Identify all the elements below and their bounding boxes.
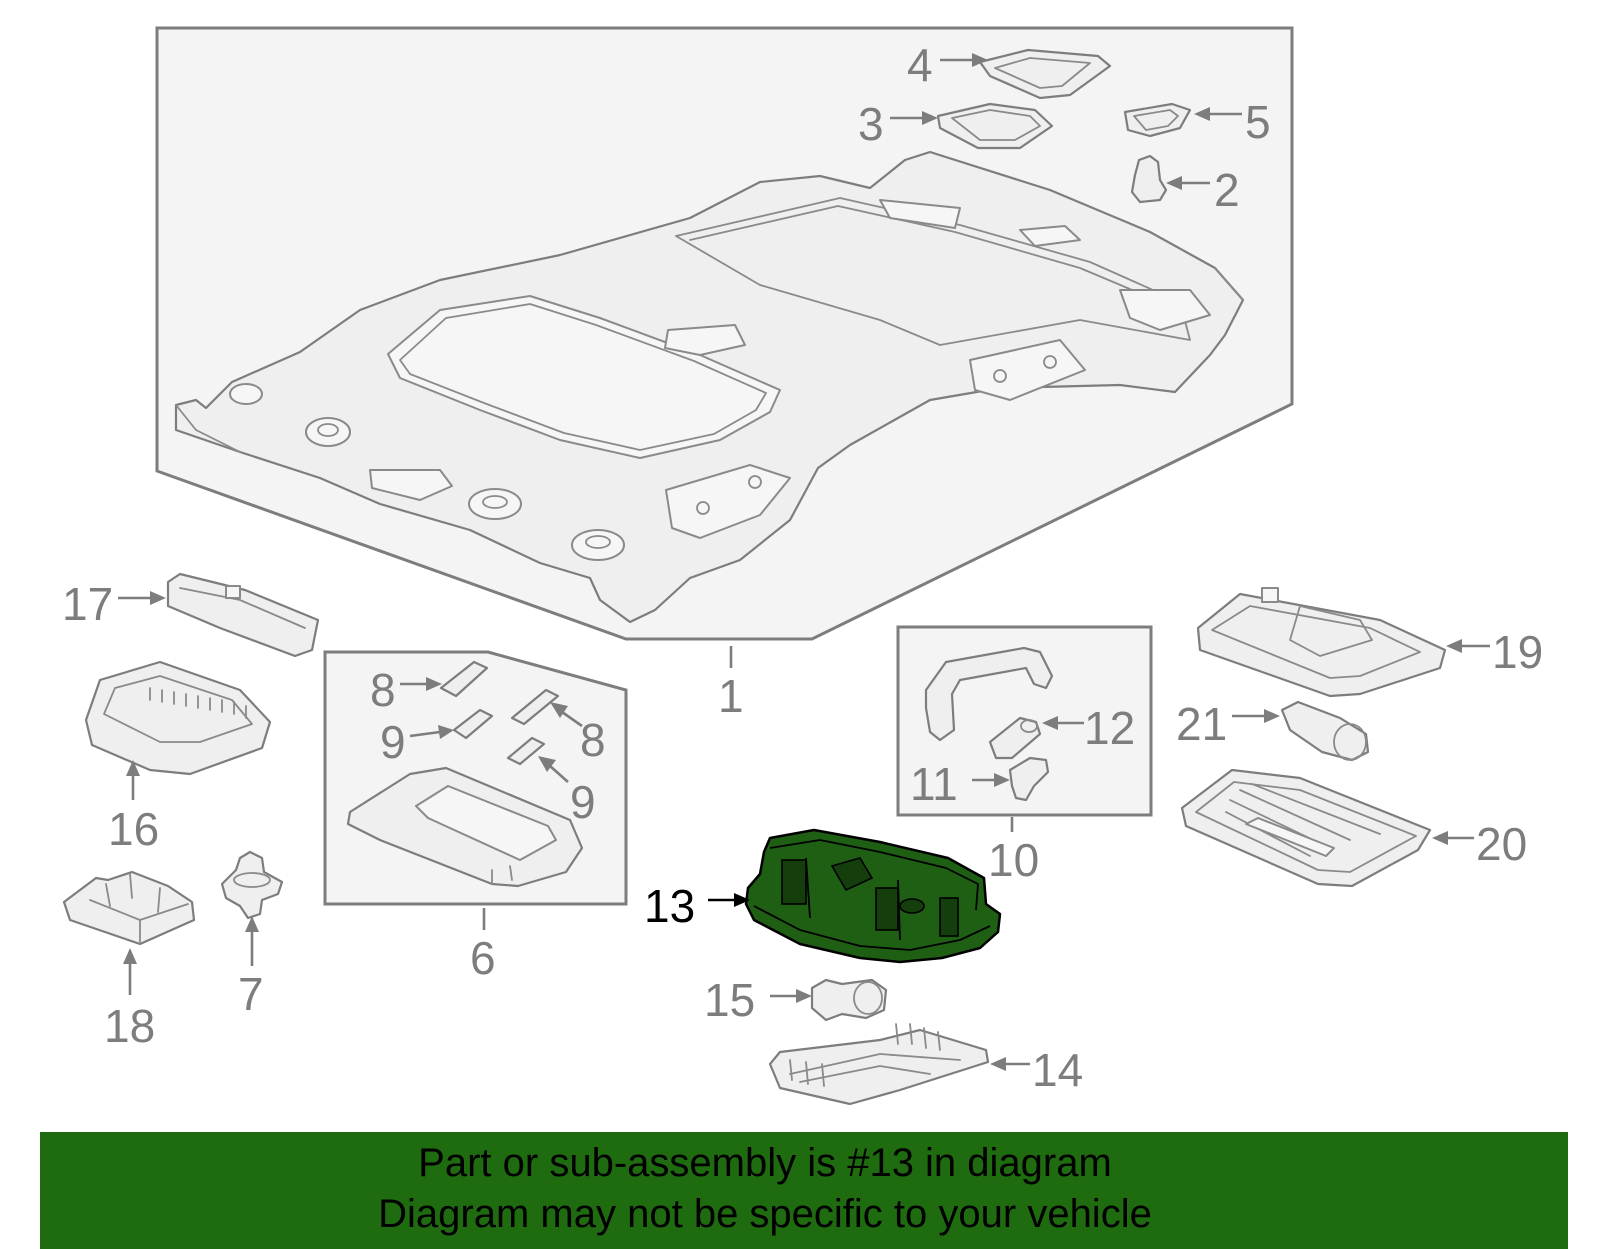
part-13-map-light[interactable] — [744, 828, 1002, 964]
callout-19: 19 — [1492, 626, 1543, 678]
part-9-clip-lower — [506, 736, 546, 766]
sunroof-opening — [387, 295, 781, 459]
part-8-clip-upper — [439, 660, 489, 698]
clip-boss-2 — [468, 488, 522, 520]
leader-lines — [118, 53, 1490, 1071]
rear-slot-small — [1019, 225, 1081, 247]
part-17-bracket — [166, 572, 320, 658]
headliner-rear-inner — [689, 205, 1171, 307]
callout-11: 11 — [910, 758, 958, 810]
callout-8-upper: 8 — [370, 664, 396, 716]
part-18-base — [62, 870, 196, 946]
info-banner: Part or sub-assembly is #13 in diagram D… — [40, 1132, 1568, 1249]
callout-5: 5 — [1245, 96, 1271, 148]
handle-slot-rear — [1119, 289, 1211, 331]
callout-3: 3 — [858, 98, 884, 150]
headliner-group — [155, 26, 1294, 641]
sunroof-inner — [399, 303, 767, 451]
banner-line-1: Part or sub-assembly is #13 in diagram — [418, 1141, 1112, 1185]
callout-17: 17 — [62, 578, 113, 630]
part-21-bulb — [1280, 700, 1370, 762]
callout-9-upper: 9 — [380, 716, 406, 768]
handle-slot-front — [369, 469, 453, 501]
part-10-grab-handle — [924, 646, 1054, 742]
part-19-console — [1196, 592, 1447, 698]
part-9-clip-upper — [452, 708, 494, 740]
part-7-clip — [220, 850, 284, 920]
callout-6: 6 — [470, 932, 496, 984]
rear-slot — [879, 199, 961, 229]
callout-13: 13 — [644, 880, 695, 932]
clip-boss-3 — [571, 529, 625, 561]
callout-7: 7 — [238, 968, 264, 1020]
callout-9-lower: 9 — [570, 776, 596, 828]
callout-18: 18 — [104, 1000, 155, 1052]
part-13-body — [744, 828, 1002, 964]
center-slot — [664, 324, 746, 356]
callout-12: 12 — [1084, 702, 1135, 754]
callout-10: 10 — [988, 834, 1039, 886]
callout-8-lower: 8 — [580, 714, 606, 766]
part-12-cap — [988, 716, 1042, 760]
callout-4: 4 — [907, 39, 933, 91]
banner-text: Part or sub-assembly is #13 in diagram D… — [40, 1132, 1490, 1240]
part-15-bulb — [810, 978, 888, 1022]
banner-line-2: Diagram may not be specific to your vehi… — [378, 1192, 1152, 1236]
callout-14: 14 — [1032, 1044, 1083, 1096]
clip-boss-4 — [229, 383, 263, 405]
visor-pocket-right — [969, 339, 1086, 401]
part-2-clip — [1130, 154, 1168, 204]
callout-2: 2 — [1214, 164, 1240, 216]
callout-21: 21 — [1176, 698, 1227, 750]
callout-1: 1 — [718, 670, 744, 722]
part-8-clip-lower — [510, 688, 560, 726]
part-11-clip — [1008, 756, 1050, 802]
part-16-console — [84, 660, 272, 776]
clip-boss-1 — [305, 417, 351, 447]
callout-20: 20 — [1476, 818, 1527, 870]
callout-15: 15 — [704, 974, 755, 1026]
part-20-lens — [1180, 768, 1432, 888]
callout-16: 16 — [108, 803, 159, 855]
visor-mirror — [415, 785, 557, 861]
visor-pocket-left — [665, 464, 791, 539]
callout-labels: 4 3 5 2 1 17 16 18 7 6 8 9 8 9 10 11 12 … — [62, 39, 1543, 1096]
